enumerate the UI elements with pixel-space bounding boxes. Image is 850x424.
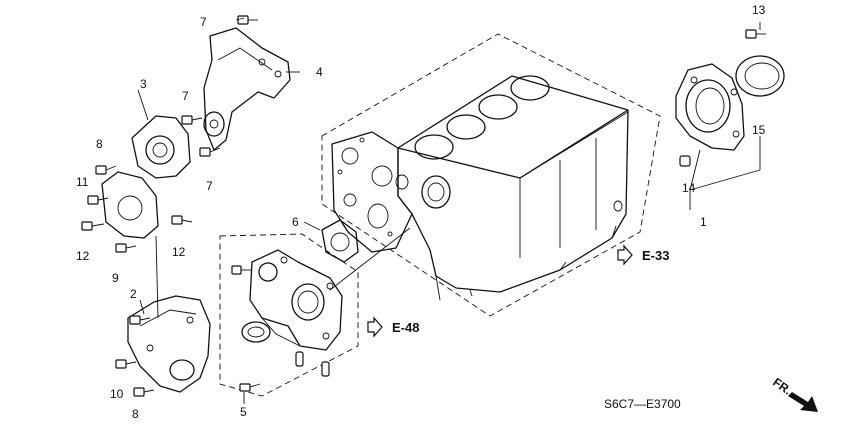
callout-1: 1 xyxy=(700,215,707,229)
middle-timing-cover xyxy=(101,115,191,239)
bolts xyxy=(81,15,766,397)
bolt-icon xyxy=(129,315,151,325)
bolt-icon xyxy=(171,215,193,225)
callout-7-low: 7 xyxy=(206,179,213,193)
callout-11: 11 xyxy=(76,175,89,189)
callout-14: 14 xyxy=(682,181,696,195)
callout-8-top: 8 xyxy=(96,137,103,151)
engine-block xyxy=(321,33,661,317)
callout-5: 5 xyxy=(240,405,247,419)
callout-7-mid: 7 xyxy=(182,89,189,103)
callout-12-right: 12 xyxy=(172,245,186,259)
lower-timing-cover xyxy=(127,295,211,393)
callout-8-bottom: 8 xyxy=(132,407,139,421)
callout-15: 15 xyxy=(752,123,766,137)
ref-arrow-e48[interactable]: E-48 xyxy=(367,316,419,338)
bolt-icon xyxy=(745,29,766,39)
callout-7-top: 7 xyxy=(200,15,207,29)
bolt-icon xyxy=(133,387,155,397)
callout-12-left: 12 xyxy=(76,249,90,263)
bolt-icon xyxy=(81,221,105,231)
bolt-icon xyxy=(95,165,117,175)
bolt-icon xyxy=(199,147,221,157)
ref-arrow-e33[interactable]: E-33 xyxy=(617,244,669,266)
arrow-icon xyxy=(788,392,818,412)
oil-pump-assembly xyxy=(219,233,359,397)
callout-10: 10 xyxy=(110,387,124,401)
bolt-icon xyxy=(181,115,203,125)
diagram-code: S6C7—E3700 xyxy=(604,397,681,411)
bolt-icon xyxy=(115,359,137,369)
callout-3: 3 xyxy=(140,77,147,91)
upper-timing-cover xyxy=(203,27,291,151)
bolt-icon xyxy=(237,15,258,25)
bolt-icon xyxy=(87,195,109,205)
callout-9: 9 xyxy=(112,271,119,285)
callout-4: 4 xyxy=(316,65,323,79)
callout-6: 6 xyxy=(292,215,299,229)
callouts: 1 2 3 4 5 6 7 7 7 8 8 9 10 11 12 12 13 1… xyxy=(76,3,766,421)
ref-label-e48: E-48 xyxy=(392,320,419,335)
ref-label-e33: E-33 xyxy=(642,248,669,263)
gasket xyxy=(321,219,359,263)
front-direction-indicator: FR. xyxy=(770,375,818,412)
leader-line xyxy=(329,227,411,291)
stud-icon xyxy=(239,383,261,392)
bolt-icon xyxy=(115,243,137,253)
callout-13: 13 xyxy=(752,3,766,17)
callout-2: 2 xyxy=(130,287,137,301)
leader-lines xyxy=(137,17,761,404)
oil-seal-housing xyxy=(675,55,785,167)
